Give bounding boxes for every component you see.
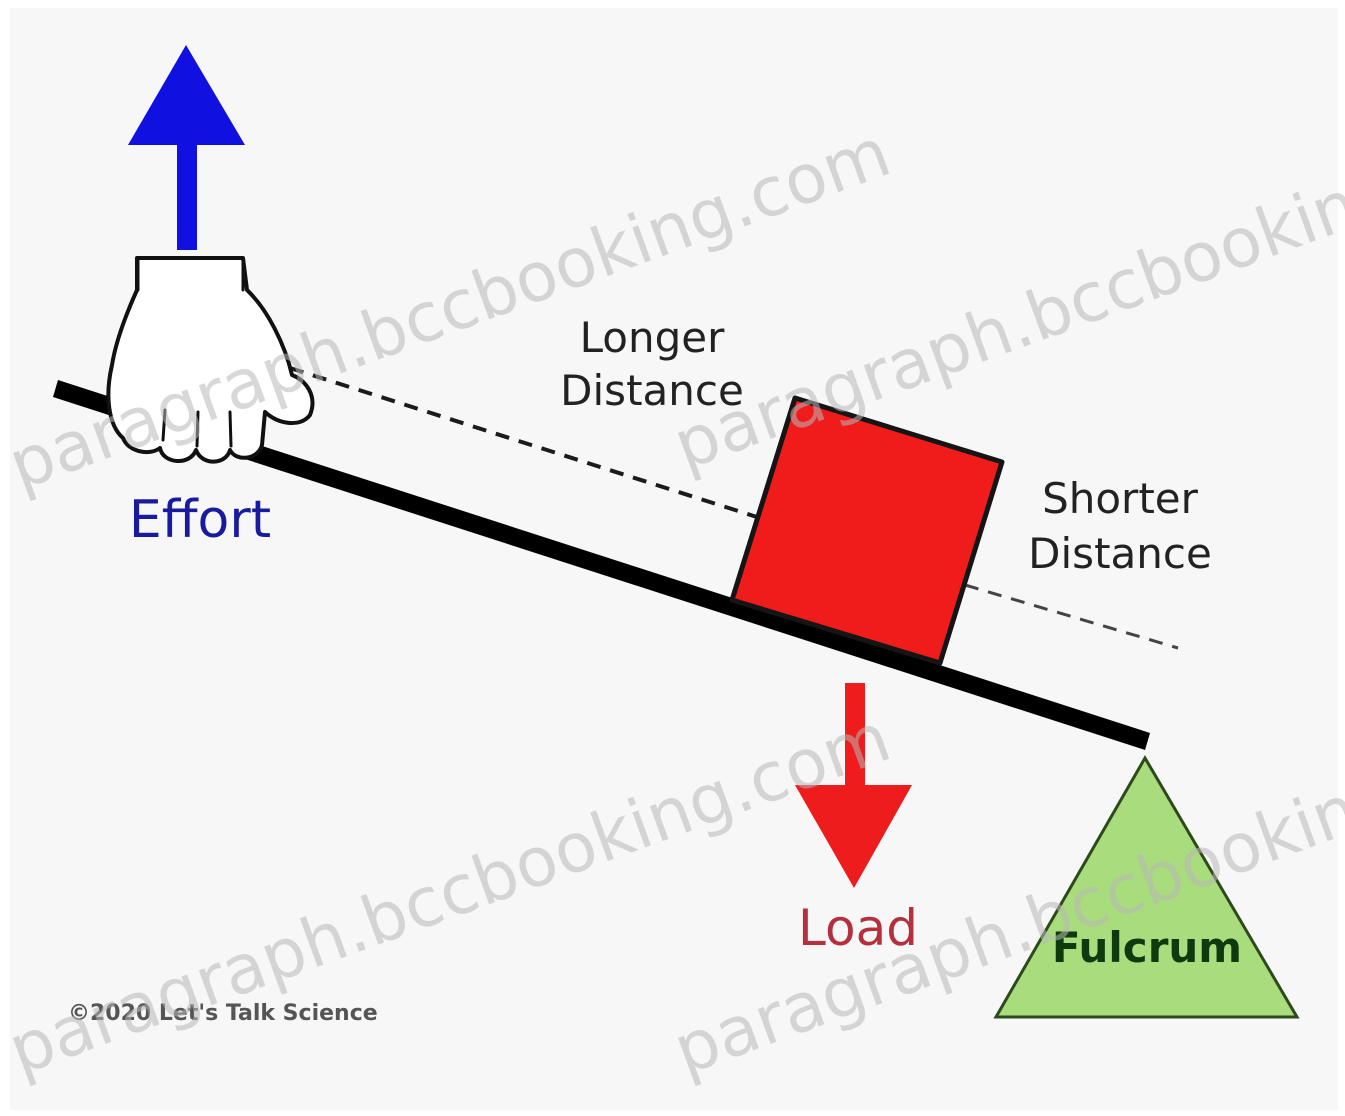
load-label: Load <box>798 899 918 957</box>
copyright-text: ©2020 Let's Talk Science <box>68 1001 378 1026</box>
hand-icon <box>106 256 315 464</box>
longer-distance-label-line2: Distance <box>560 366 744 415</box>
load-box <box>729 395 1005 666</box>
lever-beam <box>53 380 1150 750</box>
fulcrum-label: Fulcrum <box>1052 923 1242 972</box>
effort-label: Effort <box>129 490 271 550</box>
longer-distance-label-line1: Longer <box>580 313 725 362</box>
shorter-distance-label-line2: Distance <box>1028 529 1212 578</box>
down-arrow-icon <box>795 683 912 888</box>
shorter-distance-dashed-line <box>964 583 1179 650</box>
up-arrow-icon <box>128 45 245 250</box>
fulcrum-triangle <box>993 755 1300 1019</box>
shorter-distance-label-line1: Shorter <box>1042 474 1199 523</box>
longer-distance-dashed-line <box>289 366 761 520</box>
